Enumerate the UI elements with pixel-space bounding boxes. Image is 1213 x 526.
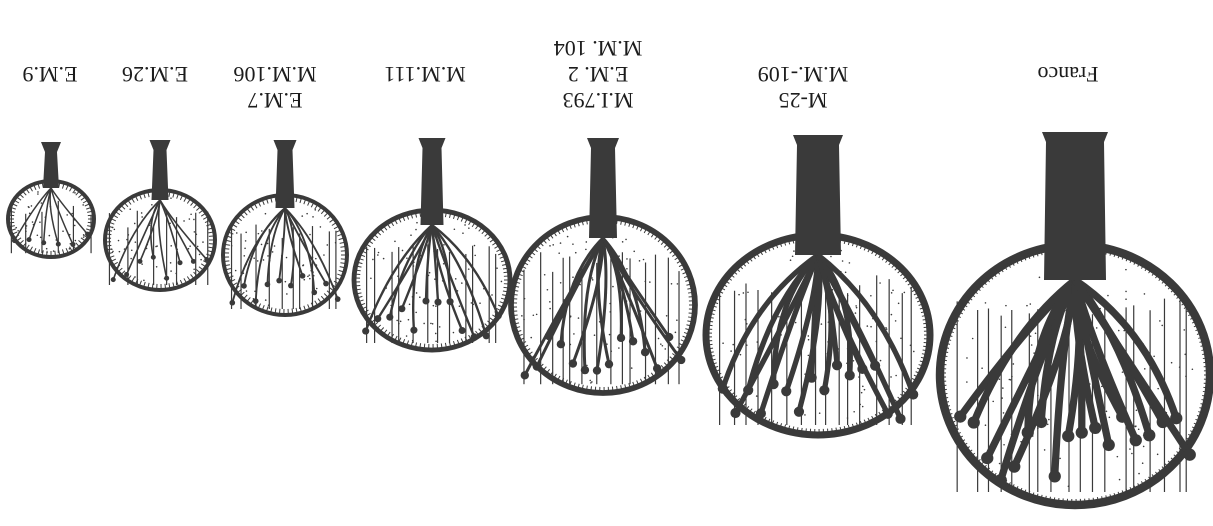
label-mi793: M.I.793 E.M. 2 M.M. 104: [538, 35, 658, 113]
label-mm111: M.M.111: [370, 61, 480, 87]
label-franco: Franco: [988, 61, 1148, 87]
label-em9: E.M.9: [0, 61, 100, 87]
label-line: M-25: [733, 87, 873, 113]
label-m25: M-25 M.M.-109: [733, 61, 873, 113]
label-line: E.M.9: [0, 61, 100, 87]
label-line: E.M.7: [220, 87, 330, 113]
label-line: E.M. 2: [538, 61, 658, 87]
label-line: E.M.26: [105, 61, 205, 87]
label-em7: E.M.7 M.M.106: [220, 61, 330, 113]
label-line: M.M.111: [370, 61, 480, 87]
label-line: M.M. 104: [538, 35, 658, 61]
label-line: M.M.106: [220, 61, 330, 87]
label-line: Franco: [988, 61, 1148, 87]
label-line: M.I.793: [538, 87, 658, 113]
label-line: M.M.-109: [733, 61, 873, 87]
label-em26: E.M.26: [105, 61, 205, 87]
